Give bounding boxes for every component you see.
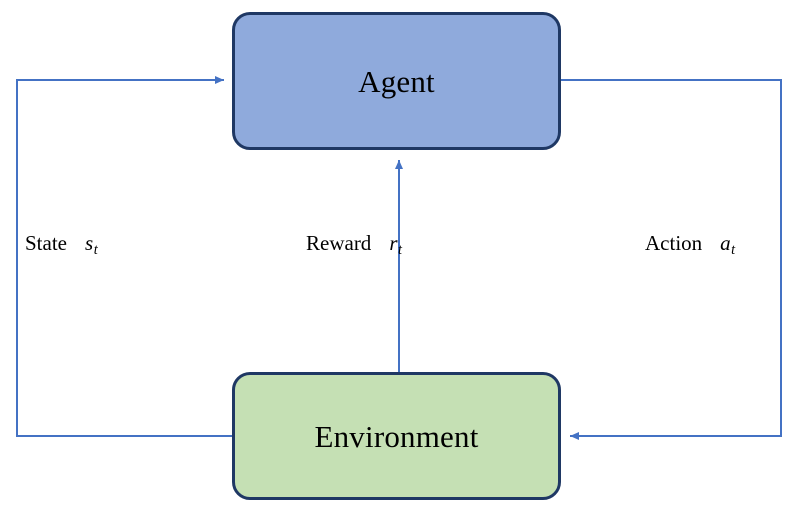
reward-edge-symbol-base: r <box>389 231 398 255</box>
action-edge-symbol-subscript: t <box>731 241 736 258</box>
state-edge-symbol-subscript: t <box>93 241 98 258</box>
action-connector <box>561 79 782 440</box>
environment-node-label: Environment <box>314 418 479 454</box>
state-edge-word: State <box>25 231 67 255</box>
reward-edge-symbol: rt <box>389 231 402 258</box>
reward-edge-symbol-subscript: t <box>398 241 402 258</box>
action-edge-symbol-base: a <box>720 231 731 255</box>
agent-node-label: Agent <box>358 63 435 99</box>
reward-edge-word: Reward <box>306 231 372 255</box>
agent-node[interactable]: Agent <box>232 12 561 150</box>
state-edge-symbol-base: s <box>85 231 94 255</box>
action-edge-symbol: at <box>720 231 736 258</box>
action-edge-word: Action <box>645 231 703 255</box>
state-edge-symbol: st <box>85 231 98 258</box>
state-connector <box>16 76 232 437</box>
environment-node[interactable]: Environment <box>232 372 561 500</box>
